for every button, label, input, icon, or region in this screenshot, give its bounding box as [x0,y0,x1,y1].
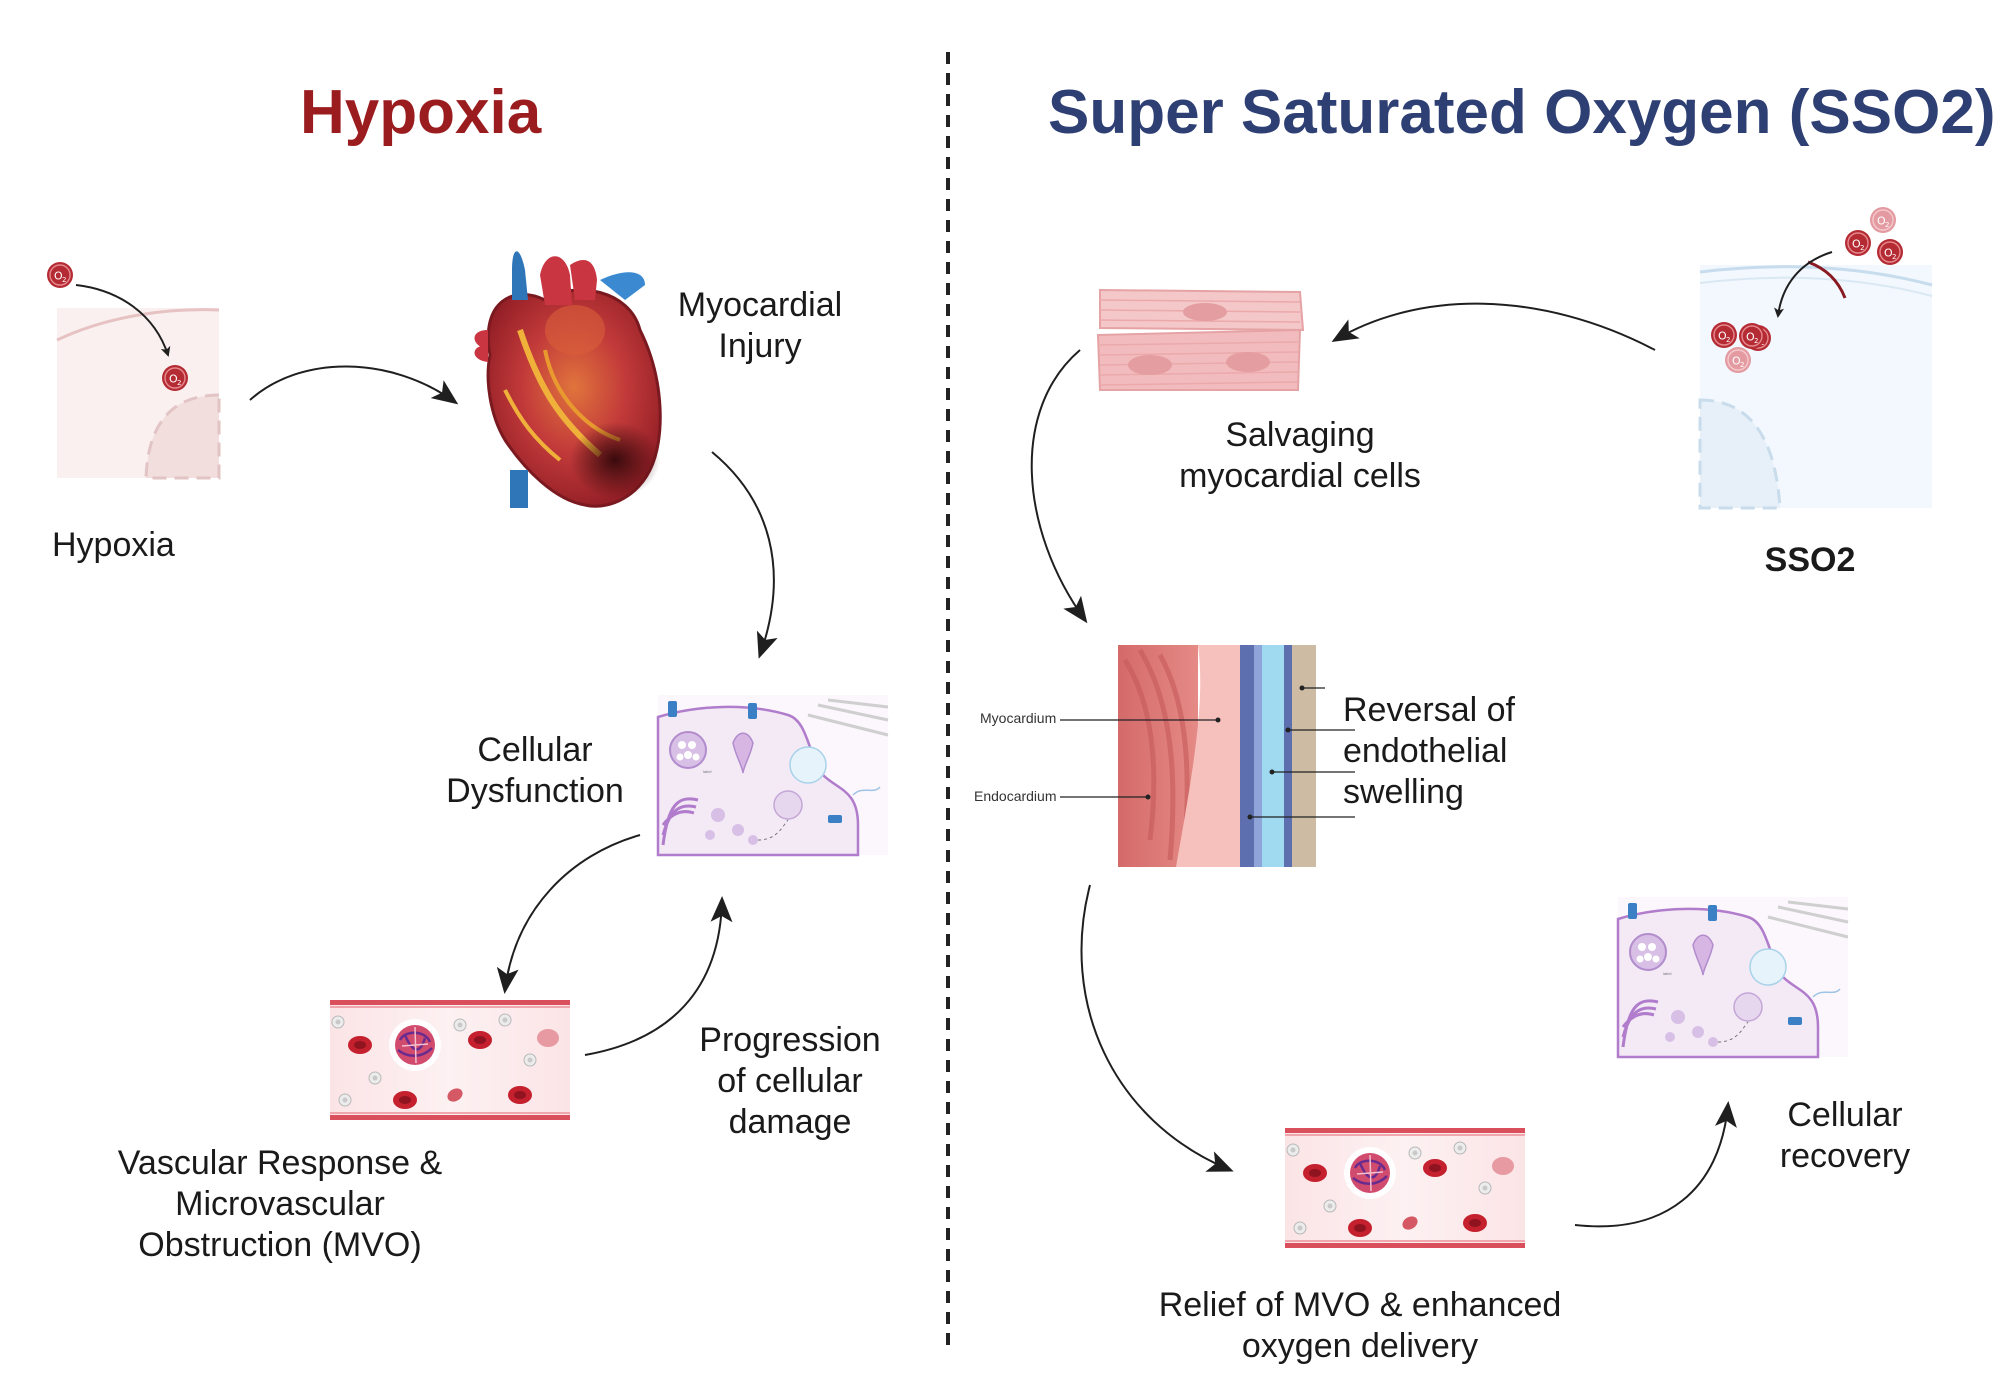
arrow-hypoxia-to-injury [249,365,459,405]
hypoxia-label: Hypoxia [52,526,175,564]
blood-vessel-icon [330,1000,570,1120]
hypoxia-cell-icon [56,308,221,480]
cellular-dysfunction-label: Cellular Dysfunction [446,731,624,810]
sso2-title: Super Saturated Oxygen (SSO2) [1048,78,1996,147]
arrow-mvo-to-dysfunction [584,896,733,1056]
myocardial-injury-label: Myocardial Injury [677,286,843,365]
heart-icon [474,251,662,508]
arrow-salvaging-to-reversal [1030,349,1088,624]
arrow-relief-to-recovery [1574,1101,1737,1228]
arrow-reversal-to-relief [1080,884,1234,1172]
cell-icon [656,693,890,857]
arrow-sso2-to-salvaging [1331,302,1656,351]
relief-label: Relief of MVO & enhanced oxygen delivery [1158,1286,1562,1365]
tissue-layers-icon [1060,645,1355,867]
myocardium-label: Myocardium [980,710,1057,726]
o2-uptake-arrow [75,284,171,357]
arrow-injury-to-dysfunction [711,451,778,659]
arrow-dysfunction-to-mvo [496,834,641,994]
muscle-cell-icon [1096,288,1305,391]
cell-icon [1616,895,1850,1059]
salvaging-label: Salvaging myocardial cells [1179,416,1421,495]
o2-uptake-arrow [1774,251,1833,318]
hypoxia-title: Hypoxia [300,78,542,147]
endocardium-label: Endocardium [974,788,1057,804]
reversal-label: Reversal of endothelial swelling [1343,691,1515,811]
cellular-recovery-label: Cellular recovery [1779,1096,1911,1175]
sso2-cell-icon [1698,260,1933,510]
blood-vessel-icon [1285,1128,1525,1248]
progression-label: Progression of cellular damage [699,1021,881,1141]
sso2-label: SSO2 [1764,541,1856,579]
vascular-response-label: Vascular Response & Microvascular Obstru… [117,1144,443,1264]
